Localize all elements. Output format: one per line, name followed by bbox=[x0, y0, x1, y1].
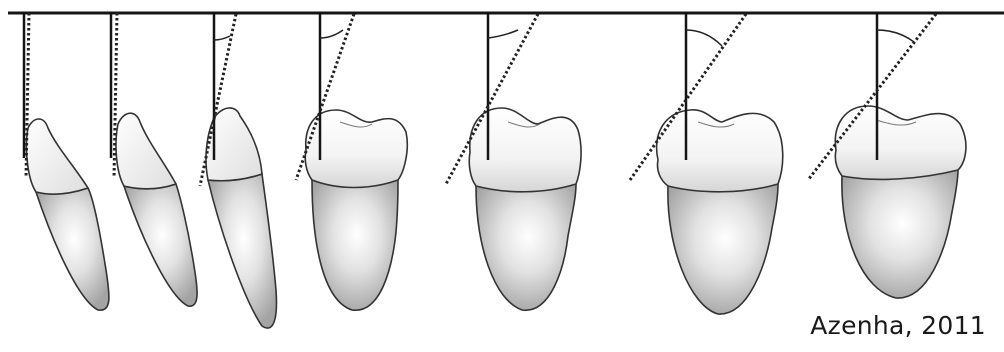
tooth-1-crown bbox=[26, 119, 88, 194]
tooth-4-root bbox=[312, 180, 398, 310]
tooth-3-canine bbox=[200, 13, 276, 328]
tooth-5-angle-arc bbox=[488, 30, 518, 38]
tooth-2-incisor bbox=[111, 13, 197, 306]
source-caption: Azenha, 2011 bbox=[810, 311, 986, 340]
tooth-5-root bbox=[476, 184, 576, 310]
tooth-5-crown bbox=[469, 108, 581, 192]
tooth-6-crown bbox=[657, 110, 783, 192]
tooth-1-incisor bbox=[24, 13, 109, 310]
tooth-6-angle-arc bbox=[686, 30, 722, 46]
tooth-7-root bbox=[842, 170, 958, 298]
tooth-2-root bbox=[124, 184, 197, 306]
tooth-6-root bbox=[668, 184, 778, 314]
tooth-5-premolar bbox=[446, 13, 581, 310]
tooth-1-root bbox=[36, 188, 109, 310]
tooth-6-molar bbox=[630, 13, 783, 314]
tooth-7-angle-arc bbox=[877, 30, 914, 42]
tooth-4-premolar bbox=[296, 13, 407, 310]
tooth-4-angle-arc bbox=[320, 30, 343, 38]
tooth-7-molar bbox=[808, 13, 966, 298]
tooth-3-root bbox=[208, 174, 276, 328]
tooth-2-crown bbox=[116, 113, 176, 189]
tooth-3-angle-arc bbox=[214, 36, 230, 40]
